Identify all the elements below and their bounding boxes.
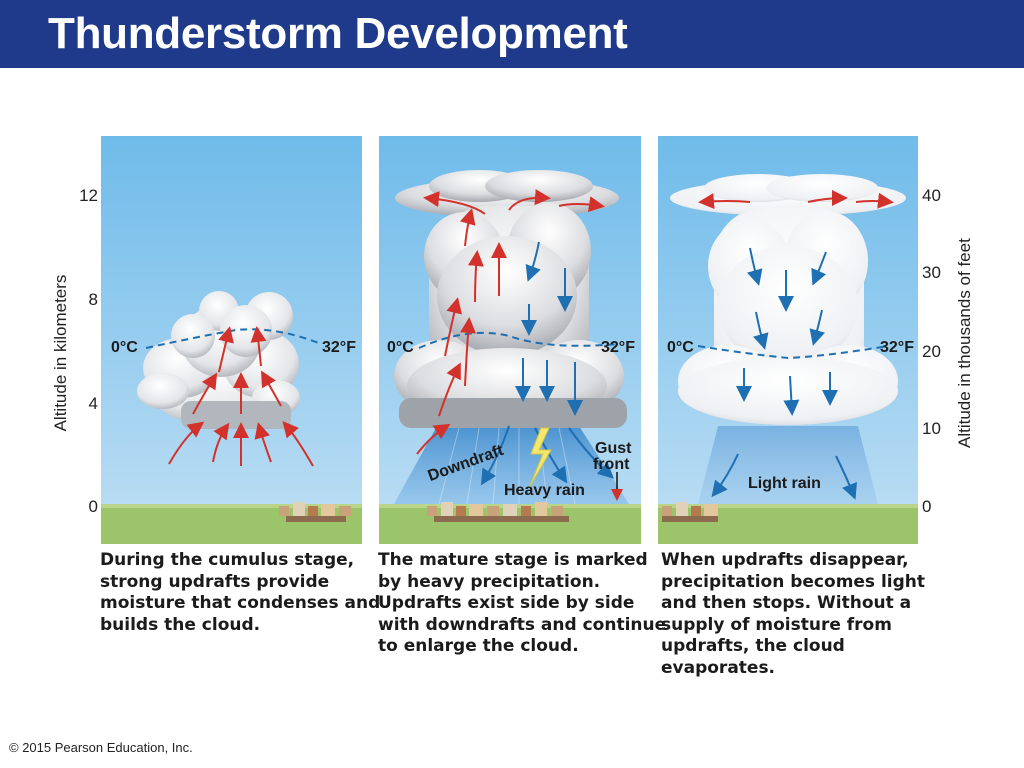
panel-cumulus-stage	[101, 136, 362, 544]
caption-line: by heavy precipitation.	[378, 571, 601, 592]
left-tick-0: 0	[88, 497, 98, 516]
ground	[101, 504, 362, 544]
caption-line: The mature stage is marked	[378, 550, 648, 570]
updraft-arrows	[416, 189, 605, 455]
right-tick-10: 10	[922, 419, 941, 438]
caption-cumulus: During the cumulus stage, strong updraft…	[100, 550, 380, 636]
caption-line: builds the cloud.	[100, 614, 261, 635]
high-level-arrows	[698, 190, 894, 210]
light-rain-label: Light rain	[748, 475, 821, 492]
panel1-freeze-fahrenheit: 32°F	[322, 339, 356, 356]
right-tick-20: 20	[922, 342, 941, 361]
left-axis-label: Altitude in kilometers	[51, 274, 70, 432]
mature-illustration	[379, 136, 641, 544]
updraft-arrows	[168, 326, 314, 467]
heavy-rain-label: Heavy rain	[504, 482, 585, 499]
panel1-freeze-celsius: 0°C	[111, 339, 138, 356]
freezing-line	[697, 345, 889, 360]
copyright-footer: © 2015 Pearson Education, Inc.	[9, 740, 193, 755]
caption-line: to enlarge the cloud.	[378, 636, 579, 656]
panel3-freeze-celsius: 0°C	[667, 339, 694, 356]
caption-line: strong updrafts provide	[100, 571, 330, 592]
panel2-freeze-fahrenheit: 32°F	[601, 339, 635, 356]
cumulus-illustration	[101, 136, 362, 544]
caption-line: precipitation becomes light	[661, 571, 926, 592]
panel-dissipating-stage	[658, 136, 918, 544]
town	[279, 502, 351, 522]
right-tick-40: 40	[922, 186, 941, 205]
left-tick-4: 4	[88, 394, 98, 413]
gust-label: Gust	[595, 440, 632, 457]
caption-line: supply of moisture from	[661, 614, 892, 635]
left-tick-12: 12	[79, 186, 98, 205]
caption-mature: The mature stage is marked by heavy prec…	[378, 550, 666, 658]
caption-line: evaporates.	[661, 657, 776, 678]
right-tick-0: 0	[922, 497, 932, 516]
freezing-line	[145, 328, 322, 349]
panel2-freeze-celsius: 0°C	[387, 339, 414, 356]
town	[662, 502, 718, 522]
dissipating-illustration	[658, 136, 918, 544]
panel3-freeze-fahrenheit: 32°F	[880, 339, 914, 356]
caption-line: and then stops. Without a	[661, 593, 912, 613]
gust-front-label: front	[593, 456, 630, 473]
rain-shaft	[394, 426, 629, 504]
left-tick-8: 8	[88, 290, 98, 309]
lightning-bolt	[528, 427, 552, 489]
caption-line: During the cumulus stage,	[100, 550, 355, 570]
right-axis-label: Altitude in thousands of feet	[955, 238, 974, 448]
light-rain-shaft	[698, 426, 878, 504]
caption-line: moisture that condenses and	[100, 593, 381, 613]
slide-title: Thunderstorm Development	[48, 9, 628, 58]
panel-mature-stage	[379, 136, 641, 544]
town	[427, 502, 569, 522]
caption-line: with downdrafts and continue	[378, 614, 667, 635]
caption-dissipating: When updrafts disappear, precipitation b…	[661, 550, 925, 679]
title-bar: Thunderstorm Development	[0, 0, 1024, 68]
ground	[658, 504, 918, 544]
caption-line: When updrafts disappear,	[661, 550, 909, 570]
caption-line: Updrafts exist side by side	[378, 593, 635, 613]
right-tick-30: 30	[922, 263, 941, 282]
caption-line: updrafts, the cloud	[661, 636, 845, 656]
downdraft-arrows	[711, 247, 857, 500]
downdraft-arrows	[480, 241, 614, 486]
